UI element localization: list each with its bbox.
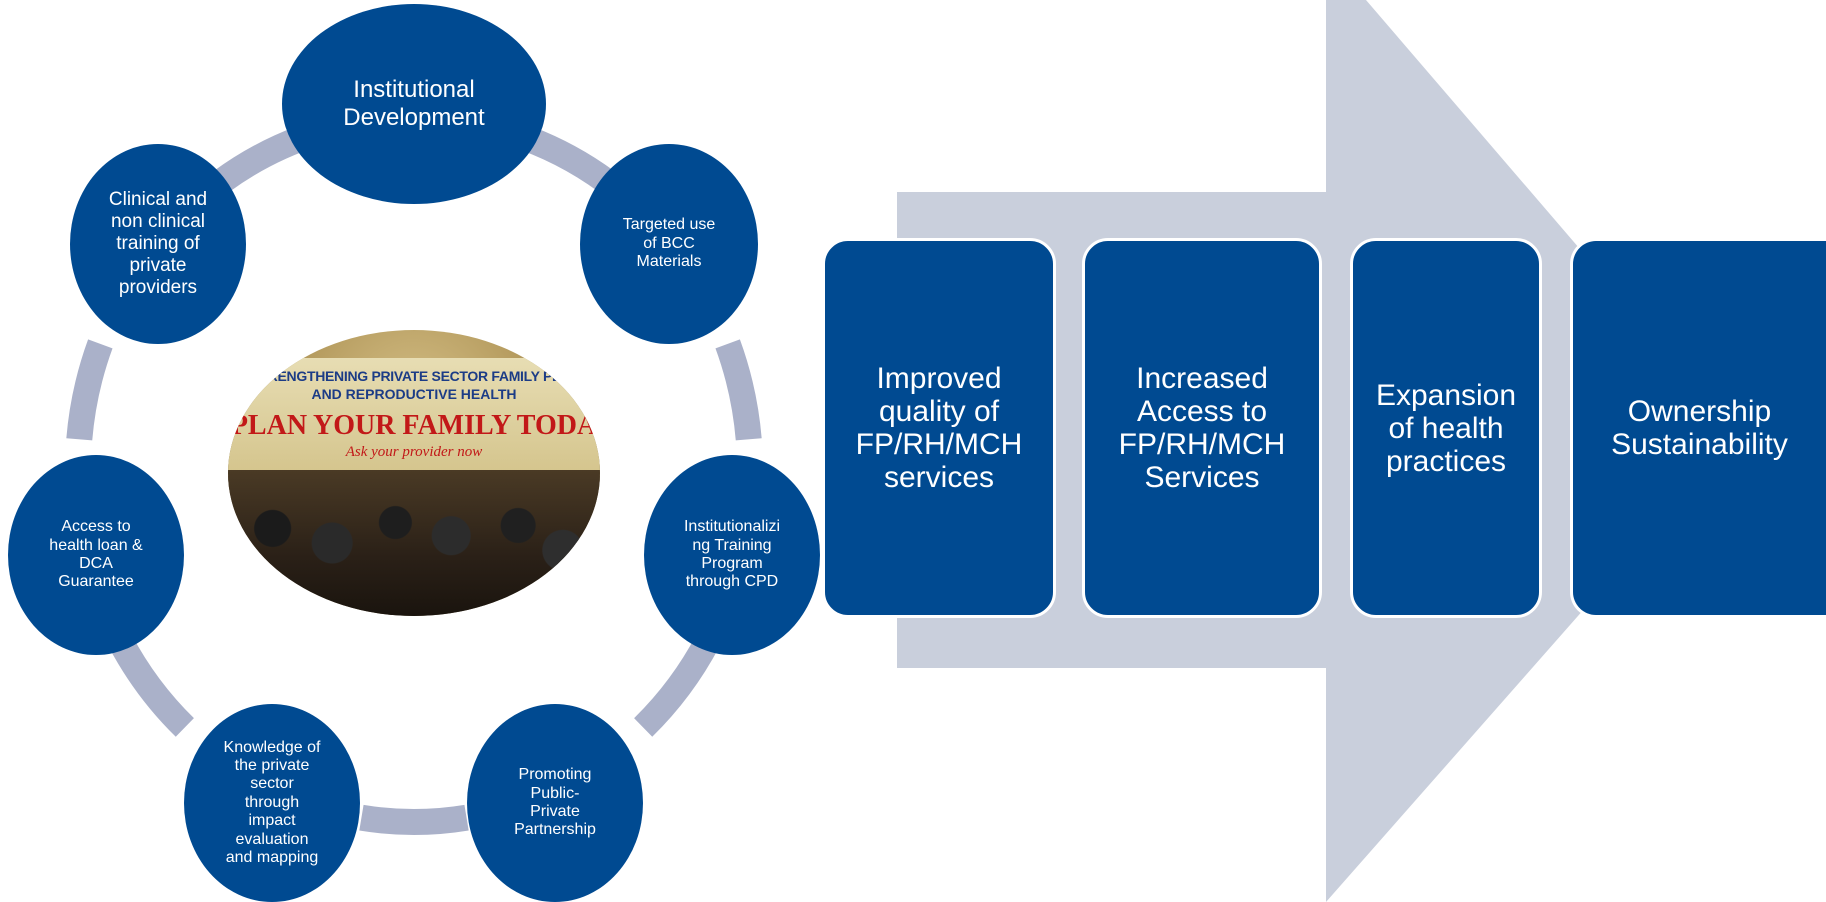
banner-text-line3: PLAN YOUR FAMILY TODA xyxy=(230,410,598,441)
ring-segment xyxy=(359,804,469,835)
outcome-ownership-sustainability: Ownership Sustainability xyxy=(1570,238,1826,618)
node-health-loan: Access to health loan & DCA Guarantee xyxy=(8,455,184,655)
event-photo: RENGTHENING PRIVATE SECTOR FAMILY PL AND… xyxy=(228,330,600,616)
ring-segment xyxy=(108,634,195,737)
ring-segment xyxy=(715,339,762,441)
node-public-private: Promoting Public- Private Partnership xyxy=(467,704,643,902)
ring-segment xyxy=(633,634,720,737)
node-knowledge-sector: Knowledge of the private sector through … xyxy=(184,704,360,902)
outcome-increased-access: Increased Access to FP/RH/MCH Services xyxy=(1082,238,1322,618)
audience-crowd xyxy=(228,470,600,616)
node-label: Institutionalizi ng Training Program thr… xyxy=(683,518,781,591)
ring-segment xyxy=(66,339,113,441)
outcome-improved-quality: Improved quality of FP/RH/MCH services xyxy=(822,238,1056,618)
outcome-expansion-practices: Expansion of health practices xyxy=(1350,238,1542,618)
banner-text-line1: RENGTHENING PRIVATE SECTOR FAMILY PL xyxy=(267,368,561,384)
node-clinical-training: Clinical and non clinical training of pr… xyxy=(70,144,246,344)
photo-banner xyxy=(228,358,600,476)
node-training-cpd: Institutionalizi ng Training Program thr… xyxy=(644,455,820,655)
outcome-label: Expansion of health practices xyxy=(1375,378,1517,478)
node-label: Knowledge of the private sector through … xyxy=(223,738,321,866)
banner-text-line4: Ask your provider now xyxy=(345,444,483,460)
node-label: Clinical and non clinical training of pr… xyxy=(108,189,208,298)
outcome-label: Improved quality of FP/RH/MCH services xyxy=(855,362,1023,494)
outcome-label: Ownership Sustainability xyxy=(1611,395,1788,461)
node-label: Access to health loan & DCA Guarantee xyxy=(49,518,143,591)
node-institutional-development: Institutional Development xyxy=(282,4,546,204)
banner-text-line2: AND REPRODUCTIVE HEALTH xyxy=(311,386,517,402)
node-label: Institutional Development xyxy=(343,76,485,131)
node-targeted-bcc: Targeted use of BCC Materials xyxy=(580,144,758,344)
node-label: Targeted use of BCC Materials xyxy=(622,216,716,271)
outcome-label: Increased Access to FP/RH/MCH Services xyxy=(1118,362,1286,494)
node-label: Promoting Public- Private Partnership xyxy=(514,766,596,839)
